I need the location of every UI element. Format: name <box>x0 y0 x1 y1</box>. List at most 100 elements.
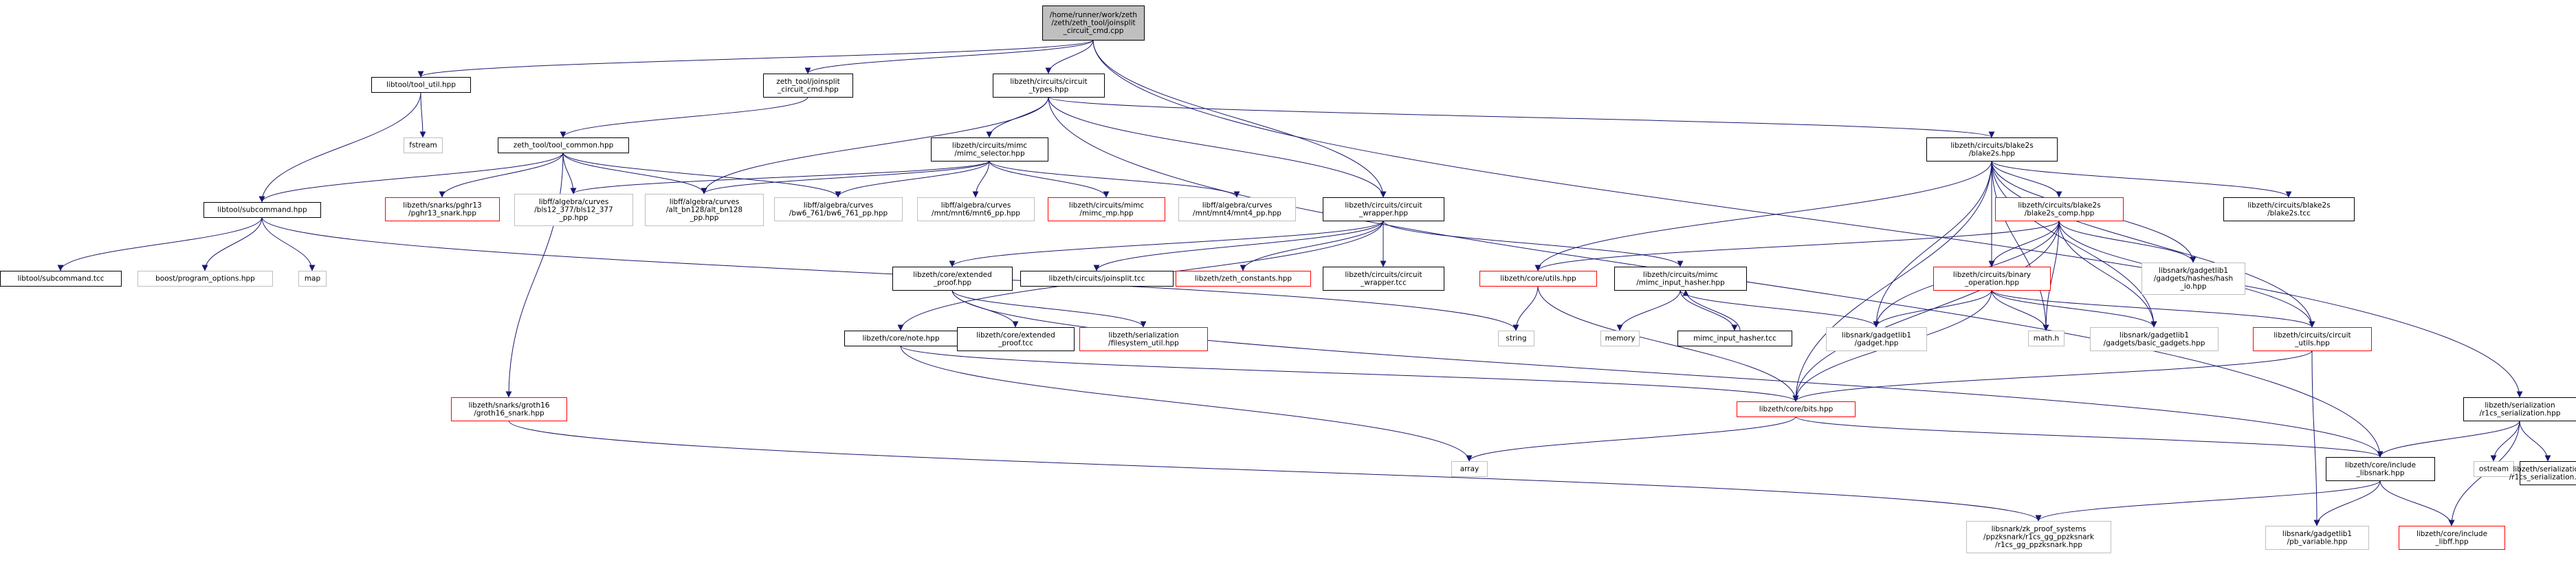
edge-tool-common-to-alt-bn128 <box>562 152 707 194</box>
node-subcommand[interactable]: libtool/subcommand.hpp <box>203 202 321 218</box>
node-label-line: /ppzksnark/r1cs_gg_ppzksnark <box>1983 533 2095 542</box>
edge-circuit-types-to-blake2s <box>1048 96 1995 138</box>
node-circuit-wrapper[interactable]: libzeth/circuits/circuit_wrapper.hpp <box>1323 197 1444 221</box>
node-circuit-utils[interactable]: libzeth/circuits/circuit_utils.hpp <box>2253 327 2372 351</box>
edge-core-utils-to-bits <box>1537 285 1799 402</box>
node-memory: memory <box>1600 331 1640 346</box>
edge-root-to-joinsplit-cmd <box>804 39 1094 74</box>
node-root[interactable]: /home/runner/work/zeth/zeth/zeth_tool/jo… <box>1042 5 1145 41</box>
node-mimc-input-hasher-tcc[interactable]: mimc_input_hasher.tcc <box>1677 331 1792 346</box>
node-r1cs-ser-tcc[interactable]: libzeth/serialization/r1cs_serialization… <box>2509 461 2576 485</box>
node-label-line: /filesystem_util.hpp <box>1108 339 1179 347</box>
node-blake2s-comp[interactable]: libzeth/circuits/blake2s/blake2s_comp.hp… <box>1995 197 2124 221</box>
node-label-line: libzeth/core/utils.hpp <box>1500 275 1576 283</box>
node-binary-operation[interactable]: libzeth/circuits/binary_operation.hpp <box>1933 267 2051 291</box>
node-label-line: mimc_input_hasher.tcc <box>1693 335 1776 343</box>
edge-tool-common-to-bw6 <box>562 152 841 198</box>
node-core-utils[interactable]: libzeth/core/utils.hpp <box>1479 271 1597 287</box>
node-tool-common[interactable]: zeth_tool/tool_common.hpp <box>498 137 629 153</box>
node-box <box>993 74 1105 98</box>
node-box <box>2474 461 2514 477</box>
node-joinsplit-cmd[interactable]: zeth_tool/joinsplit_circuit_cmd.hpp <box>763 74 853 98</box>
edge-blake2s-to-math-h <box>1991 160 2049 331</box>
node-label-line: /home/runner/work/zeth <box>1050 11 1137 19</box>
edge-subcommand-to-program-options <box>201 216 263 271</box>
node-note[interactable]: libzeth/core/note.hpp <box>844 331 958 346</box>
node-blake2s[interactable]: libzeth/circuits/blake2s/blake2s.hpp <box>1926 137 2058 162</box>
node-label-line: /mnt/mnt6/mnt6_pp.hpp <box>932 209 1020 217</box>
node-label-line: map <box>305 275 321 283</box>
node-box <box>2326 457 2435 481</box>
edge-blake2s-to-basic-gadgets <box>1991 160 2157 328</box>
edge-tool-common-to-pghr13 <box>439 152 564 198</box>
node-label-line: /r1cs_serialization.tcc <box>2509 473 2576 481</box>
node-box <box>1323 267 1444 291</box>
node-label-line: libzeth/core/note.hpp <box>862 335 939 343</box>
node-label-line: /zeth/zeth_tool/joinsplit <box>1051 19 1135 27</box>
node-wrapper-tcc[interactable]: libzeth/circuits/circuit_wrapper.tcc <box>1323 267 1444 291</box>
node-program-options: boost/program_options.hpp <box>137 271 273 287</box>
node-alt-bn128: libff/algebra/curves/alt_bn128/alt_bn128… <box>645 194 764 226</box>
node-label-line: /mimc_mp.hpp <box>1079 209 1133 217</box>
edge-binary-operation-to-basic-gadgets <box>1991 289 2157 328</box>
node-box <box>1048 197 1165 221</box>
node-label-line: _proof.tcc <box>998 339 1033 347</box>
node-box <box>2520 461 2576 485</box>
node-joinsplit-tcc[interactable]: libzeth/circuits/joinsplit.tcc <box>1020 271 1174 287</box>
node-pb-variable: libsnark/gadgetlib1/pb_variable.hpp <box>2265 526 2369 550</box>
node-groth16[interactable]: libzeth/snarks/groth16/groth16_snark.hpp <box>451 397 567 421</box>
node-label-line: /gadgets/basic_gadgets.hpp <box>2104 339 2205 347</box>
node-box <box>137 271 273 287</box>
node-box <box>931 137 1048 162</box>
node-box <box>1926 137 2058 162</box>
node-label-line: libsnark/gadgetlib1 <box>2282 530 2352 538</box>
node-subcommand-tcc[interactable]: libtool/subcommand.tcc <box>0 271 122 287</box>
node-label-line: libzeth/core/extended <box>976 331 1055 340</box>
node-label-line: libzeth/snarks/groth16 <box>468 401 549 410</box>
node-zeth-constants[interactable]: libzeth/zeth_constants.hpp <box>1176 271 1311 287</box>
node-mimc-selector[interactable]: libzeth/circuits/mimc/mimc_selector.hpp <box>931 137 1048 162</box>
edge-mimc-selector-to-mnt4 <box>989 160 1240 198</box>
node-label-line: ostream <box>2479 465 2509 474</box>
node-box <box>2090 327 2219 351</box>
node-label-line: /gadget.hpp <box>1855 339 1899 347</box>
node-box <box>1178 197 1296 221</box>
node-label-line: libff/algebra/curves <box>670 198 740 206</box>
node-box <box>645 194 764 226</box>
node-mimc-input-hasher[interactable]: libzeth/circuits/mimc/mimc_input_hasher.… <box>1614 267 1747 291</box>
node-blake2s-tcc[interactable]: libzeth/circuits/blake2s/blake2s.tcc <box>2223 197 2355 221</box>
node-bls12: libff/algebra/curves/bls12_377/bls12_377… <box>514 194 633 226</box>
node-label-line: boost/program_options.hpp <box>155 275 255 283</box>
node-label-line: libzeth/circuits/binary <box>1953 271 2031 279</box>
edge-groth16-to-r1cs-gg <box>508 420 2042 522</box>
edge-circuit-utils-to-bits <box>1792 350 2313 402</box>
edge-mimc-selector-to-bls12 <box>570 160 990 194</box>
node-circuit-types[interactable]: libzeth/circuits/circuit_types.hpp <box>993 74 1105 98</box>
node-box <box>404 137 443 153</box>
node-hash-io: libsnark/gadgetlib1/gadgets/hashes/hash_… <box>2142 263 2245 295</box>
node-label-line: _circuit_cmd.hpp <box>777 85 839 93</box>
node-ext-proof-tcc[interactable]: libzeth/core/extended_proof.tcc <box>957 327 1075 351</box>
edge-mimc-selector-to-mnt6 <box>972 160 990 198</box>
node-include-libff[interactable]: libzeth/core/include_libff.hpp <box>2399 526 2505 550</box>
node-r1cs-ser[interactable]: libzeth/serialization/r1cs_serialization… <box>2463 397 2576 421</box>
node-label-line: /blake2s.tcc <box>2267 209 2311 217</box>
node-filesystem-util[interactable]: libzeth/serialization/filesystem_util.hp… <box>1079 327 1208 351</box>
node-ext-proof[interactable]: libzeth/core/extended_proof.hpp <box>892 267 1013 291</box>
edge-mimc-input-hasher-to-gadget <box>1680 289 1880 328</box>
edge-blake2s-to-blake2s-comp <box>1991 160 2062 198</box>
node-box <box>774 197 903 221</box>
edge-include-libsnark-to-pb-variable <box>2313 480 2381 526</box>
node-basic-gadgets: libsnark/gadgetlib1/gadgets/basic_gadget… <box>2090 327 2219 351</box>
node-label-line: libzeth/circuits/blake2s <box>2018 201 2100 210</box>
node-label-line: _wrapper.hpp <box>1358 209 1408 217</box>
node-box <box>1966 521 2111 553</box>
node-bits[interactable]: libzeth/core/bits.hpp <box>1737 401 1856 417</box>
node-tool-util[interactable]: libtool/tool_util.hpp <box>371 77 471 93</box>
node-label-line: libtool/subcommand.hpp <box>217 206 307 214</box>
node-mimc-mp[interactable]: libzeth/circuits/mimc/mimc_mp.hpp <box>1048 197 1165 221</box>
node-pghr13[interactable]: libzeth/snarks/pghr13/pghr13_snark.hpp <box>385 197 500 221</box>
node-include-libsnark[interactable]: libzeth/core/include_libsnark.hpp <box>2326 457 2435 481</box>
node-label-line: string <box>1506 335 1526 343</box>
node-label-line: libzeth/circuits/mimc <box>1069 201 1144 210</box>
